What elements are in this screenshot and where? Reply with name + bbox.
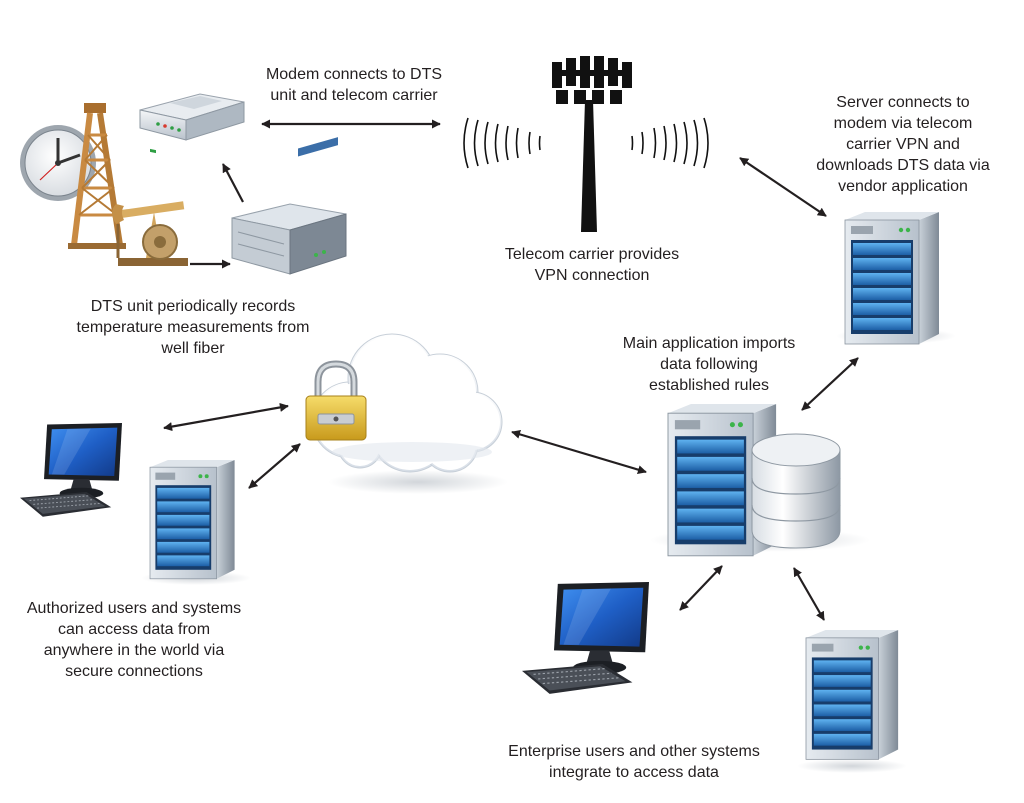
dts-to-modem-arrow [222,163,244,203]
enterprise-monitor-icon [554,582,649,675]
main-app-enterprise-server-arrow [793,567,825,621]
modem-icon [139,93,245,154]
cloud-main-app-arrow [511,430,647,474]
server-main-app-arrow [801,357,859,411]
enterprise-caption: Enterprise users and other systems integ… [508,743,760,781]
enterprise-server-icon [797,629,907,773]
server-cloud-arrow [248,443,301,489]
cloud-icon [311,333,508,494]
pumpjack-icon [112,201,188,266]
cell-tower-icon [463,56,709,232]
main-app-enterprise-monitor-arrow [679,565,723,611]
clock-icon [20,125,96,201]
tower-server-arrow [739,157,827,217]
vendor-server-icon [836,211,956,345]
dts-caption: DTS unit periodically records temperatur… [76,298,310,357]
modem-caption: Modem connects to DTS unit and telecom c… [265,66,443,104]
dts-unit-icon [231,137,347,275]
server-caption: Server connects to modem via telecom car… [816,94,990,195]
main-app-caption: Main application imports data following … [622,335,796,394]
authorized-caption: Authorized users and systems can access … [26,600,242,680]
padlock-icon [305,360,367,441]
monitor-cloud-arrow [163,402,289,432]
remote-server-icon [141,459,251,585]
remote-monitor-icon [44,423,122,499]
telecom-caption: Telecom carrier provides VPN connection [504,246,680,284]
database-icon [751,433,841,549]
